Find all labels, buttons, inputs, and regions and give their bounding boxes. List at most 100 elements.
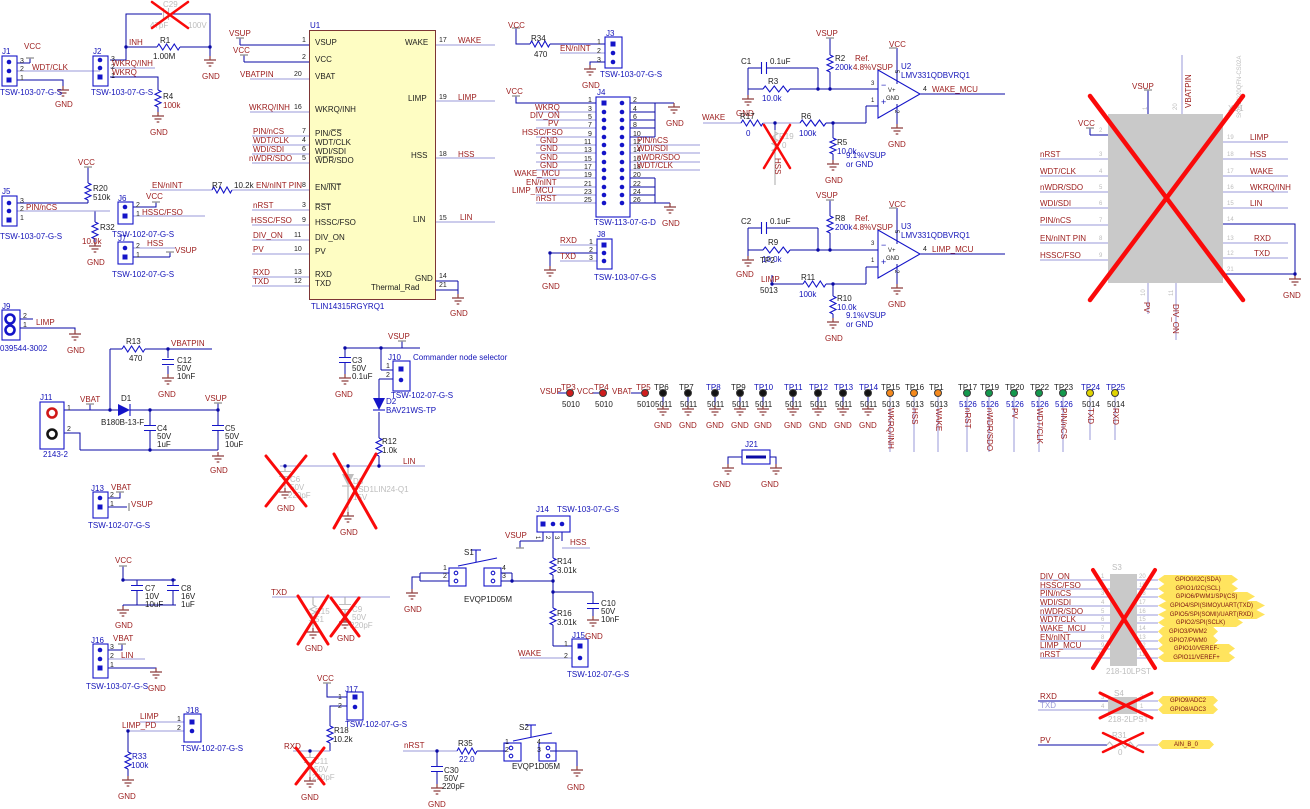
connector-j16[interactable] (92, 643, 109, 679)
testpoint-tp5[interactable] (641, 389, 649, 397)
connector-j14[interactable] (536, 515, 571, 533)
j4-label: 18 (633, 164, 641, 171)
diode-d2[interactable] (373, 398, 385, 411)
harness-flag[interactable]: GPIO6/PWM1/SPI(CS) (1158, 592, 1255, 601)
harness-flag[interactable]: GPIO4/SPI(SIMO)/UART(TXD) (1158, 601, 1265, 610)
u1-label: 16 (294, 104, 302, 111)
connector-j3[interactable] (604, 36, 623, 69)
connector-j2[interactable] (92, 55, 109, 87)
connector-j9[interactable] (1, 309, 21, 341)
pwr-label: C4 (157, 424, 168, 433)
s3-label: 6 (1101, 617, 1105, 623)
testpoint-tp9[interactable] (736, 389, 744, 397)
harness-flag[interactable]: AIN_B_0 (1158, 740, 1214, 749)
ic-u1-body[interactable] (309, 30, 436, 300)
s1-label: 2 (443, 573, 447, 580)
testpoint-tp15[interactable] (886, 389, 894, 397)
testpoint-tp8[interactable] (711, 389, 719, 397)
u1-label: DIV_ON (315, 233, 345, 242)
connector-j5[interactable] (1, 195, 18, 227)
u1-label: WDI/SDI (253, 145, 285, 154)
u3-label: 4 (923, 246, 927, 253)
j17-label: 50V (314, 765, 329, 774)
tl-label: TSW-103-07-G-S (91, 88, 154, 97)
pwr-label: 1 (23, 322, 27, 329)
s4-label: TXD (1040, 701, 1056, 710)
j17-label: 2 (338, 703, 342, 710)
u3-label: VCC (889, 200, 906, 209)
connector-j17[interactable] (346, 691, 364, 721)
harness-flag[interactable]: GPIO7/PWM0 (1158, 636, 1218, 645)
connector-j13[interactable] (92, 491, 109, 519)
u3-label: 200k (835, 223, 853, 232)
pwr-label: D1 (121, 394, 132, 403)
opamp-body[interactable] (877, 229, 922, 279)
testpoint-tp20[interactable] (1010, 389, 1018, 397)
testpoint-tp1[interactable] (934, 389, 942, 397)
connector-j7[interactable] (117, 241, 134, 265)
u3-label: 4.8%VSUP (853, 223, 894, 232)
u1-label: 5 (302, 155, 306, 162)
testpoint-tp13[interactable] (839, 389, 847, 397)
u1-label: HSS (458, 150, 475, 159)
testpoint-tp4[interactable] (599, 389, 607, 397)
harness-flag[interactable]: GPIO5/SPI(SOMI)/UART(RXD) (1158, 610, 1265, 619)
s2-label: 3 (537, 747, 541, 754)
lin-label: GND (340, 528, 358, 537)
harness-flag[interactable]: GPIO10/VEREF- (1158, 644, 1235, 653)
connector-j4[interactable] (595, 96, 631, 218)
u3-label: or GND (846, 320, 874, 329)
harness-flag-label: GPIO7/PWM0 (1168, 637, 1207, 644)
harness-flag[interactable]: GPIO3/PWM2 (1158, 627, 1218, 636)
testpoint-tp19[interactable] (985, 389, 993, 397)
tl-label: 2 (20, 66, 24, 73)
testpoint-tp23[interactable] (1059, 389, 1067, 397)
connector-j1[interactable] (1, 55, 18, 87)
testpoint-tp3[interactable] (566, 389, 574, 397)
pushbutton-switch[interactable] (503, 724, 557, 762)
testpoint-tp24[interactable] (1086, 389, 1094, 397)
opamp-body[interactable] (877, 69, 922, 119)
harness-flag[interactable]: GPIO1/I2C(SCL) (1158, 584, 1238, 593)
connector-j8[interactable] (596, 238, 613, 270)
lin-label: GND (277, 504, 295, 513)
testpoint-tp6[interactable] (659, 389, 667, 397)
testpoint-tp10[interactable] (759, 389, 767, 397)
harness-flag[interactable]: GPIO8/ADC3 (1158, 705, 1218, 714)
harness-flag[interactable]: GPIO0/I2C(SDA) (1158, 575, 1238, 584)
testpoint-tp14[interactable] (864, 389, 872, 397)
connector-j10[interactable] (392, 360, 411, 392)
tl-label: 3 (20, 58, 24, 65)
j17-label: TSW-102-07-G-S (181, 744, 244, 753)
j4-label: HSSC/FSO (522, 128, 563, 137)
connector-j21[interactable] (741, 449, 771, 465)
s3-label: 5 (1101, 609, 1105, 615)
connector-j18[interactable] (183, 713, 202, 743)
j3-label: EN/nINT (560, 44, 591, 53)
testpoint-designator: TP25 (1106, 383, 1126, 392)
connector-j6[interactable] (117, 201, 134, 225)
connector-j11[interactable] (39, 401, 65, 450)
pushbutton-switch[interactable] (448, 549, 502, 587)
j4-label: 21 (584, 181, 592, 188)
connector-j15[interactable] (571, 638, 589, 668)
testpoint-tp16[interactable] (910, 389, 918, 397)
testpoint-tp11[interactable] (789, 389, 797, 397)
testpoint-designator: TP24 (1081, 383, 1101, 392)
testpoint-tp7[interactable] (684, 389, 692, 397)
lin-label: D3 (353, 477, 364, 486)
testpoint-tp12[interactable] (814, 389, 822, 397)
testpoint-partnumber: 5011 (810, 400, 828, 409)
mid-label: 16V (181, 592, 196, 601)
testpoint-tp17[interactable] (963, 389, 971, 397)
s1-label: 1 (564, 641, 568, 648)
harness-flag[interactable]: GPIO9/ADC2 (1158, 696, 1218, 705)
testpoint-tp22[interactable] (1035, 389, 1043, 397)
xu1-label: 16 (1227, 185, 1234, 191)
harness-flag[interactable]: GPIO2/SPI(SCLK) (1158, 618, 1243, 627)
testpoint-tp25[interactable] (1111, 389, 1119, 397)
harness-flag[interactable]: GPIO11/VEREF+ (1158, 653, 1235, 662)
tl-label: WKRQ/INH (112, 59, 153, 68)
diode-d1[interactable] (118, 404, 131, 416)
